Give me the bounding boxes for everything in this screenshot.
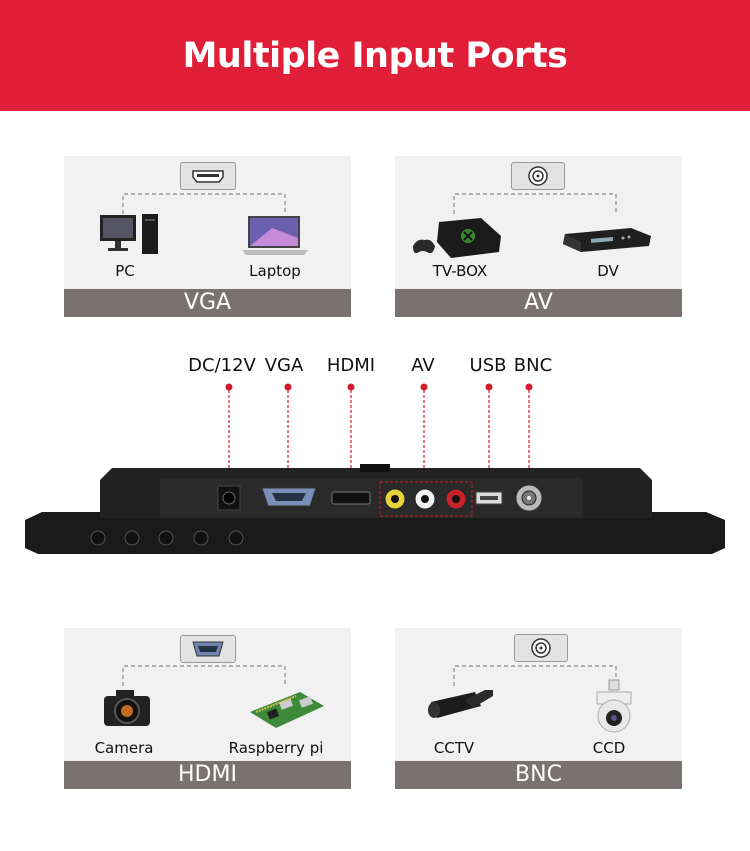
hdmi-connector-icon bbox=[180, 162, 236, 190]
device-label-pc: PC bbox=[115, 262, 135, 280]
bnc-connector-icon bbox=[511, 162, 565, 190]
card-vga: PC Laptop VGA bbox=[64, 156, 351, 317]
laptop-icon bbox=[242, 214, 308, 263]
monitor-buttons bbox=[90, 530, 244, 546]
card-hdmi: Camera Raspberry pi HDMI bbox=[64, 628, 351, 789]
header-banner: Multiple Input Ports bbox=[0, 0, 750, 111]
device-label-ccd: CCD bbox=[592, 739, 626, 757]
desktop-pc-icon bbox=[98, 212, 162, 263]
device-label-cctv: CCTV bbox=[433, 739, 475, 757]
port-name-bar: VGA bbox=[64, 289, 351, 317]
game-console-icon bbox=[411, 216, 503, 265]
card-bnc: CCTV CCD BNC bbox=[395, 628, 682, 789]
port-name-bar: BNC bbox=[395, 761, 682, 789]
port-label-av: AV bbox=[411, 355, 435, 376]
port-name-bar: HDMI bbox=[64, 761, 351, 789]
device-label-tv-box: TV-BOX bbox=[432, 262, 488, 280]
raspberry-pi-icon bbox=[246, 686, 326, 737]
dvr-box-icon bbox=[561, 224, 653, 259]
device-label-camera: Camera bbox=[94, 739, 154, 757]
connector-lines bbox=[122, 665, 286, 686]
cctv-camera-icon bbox=[425, 686, 495, 737]
connector-lines bbox=[122, 193, 286, 214]
vga-connector-icon bbox=[180, 635, 236, 663]
device-label-laptop: Laptop bbox=[249, 262, 301, 280]
port-label-vga: VGA bbox=[264, 355, 304, 376]
port-label-hdmi: HDMI bbox=[326, 355, 376, 376]
card-av: TV-BOX DV AV bbox=[395, 156, 682, 317]
bnc-connector-icon bbox=[514, 634, 568, 662]
camera-icon bbox=[102, 688, 152, 735]
port-label-bnc: BNC bbox=[513, 355, 553, 376]
port-label-usb: USB bbox=[469, 355, 507, 376]
dome-camera-icon bbox=[591, 678, 637, 741]
monitor-back-panel bbox=[25, 383, 725, 554]
connector-lines bbox=[453, 193, 617, 214]
device-label-raspberry-pi: Raspberry pi bbox=[228, 739, 324, 757]
device-label-dv: DV bbox=[597, 262, 619, 280]
connector-lines bbox=[453, 665, 617, 686]
port-name-bar: AV bbox=[395, 289, 682, 317]
page-title: Multiple Input Ports bbox=[182, 35, 568, 76]
leader-lines bbox=[225, 383, 533, 495]
port-label-dc: DC/12V bbox=[188, 355, 256, 376]
